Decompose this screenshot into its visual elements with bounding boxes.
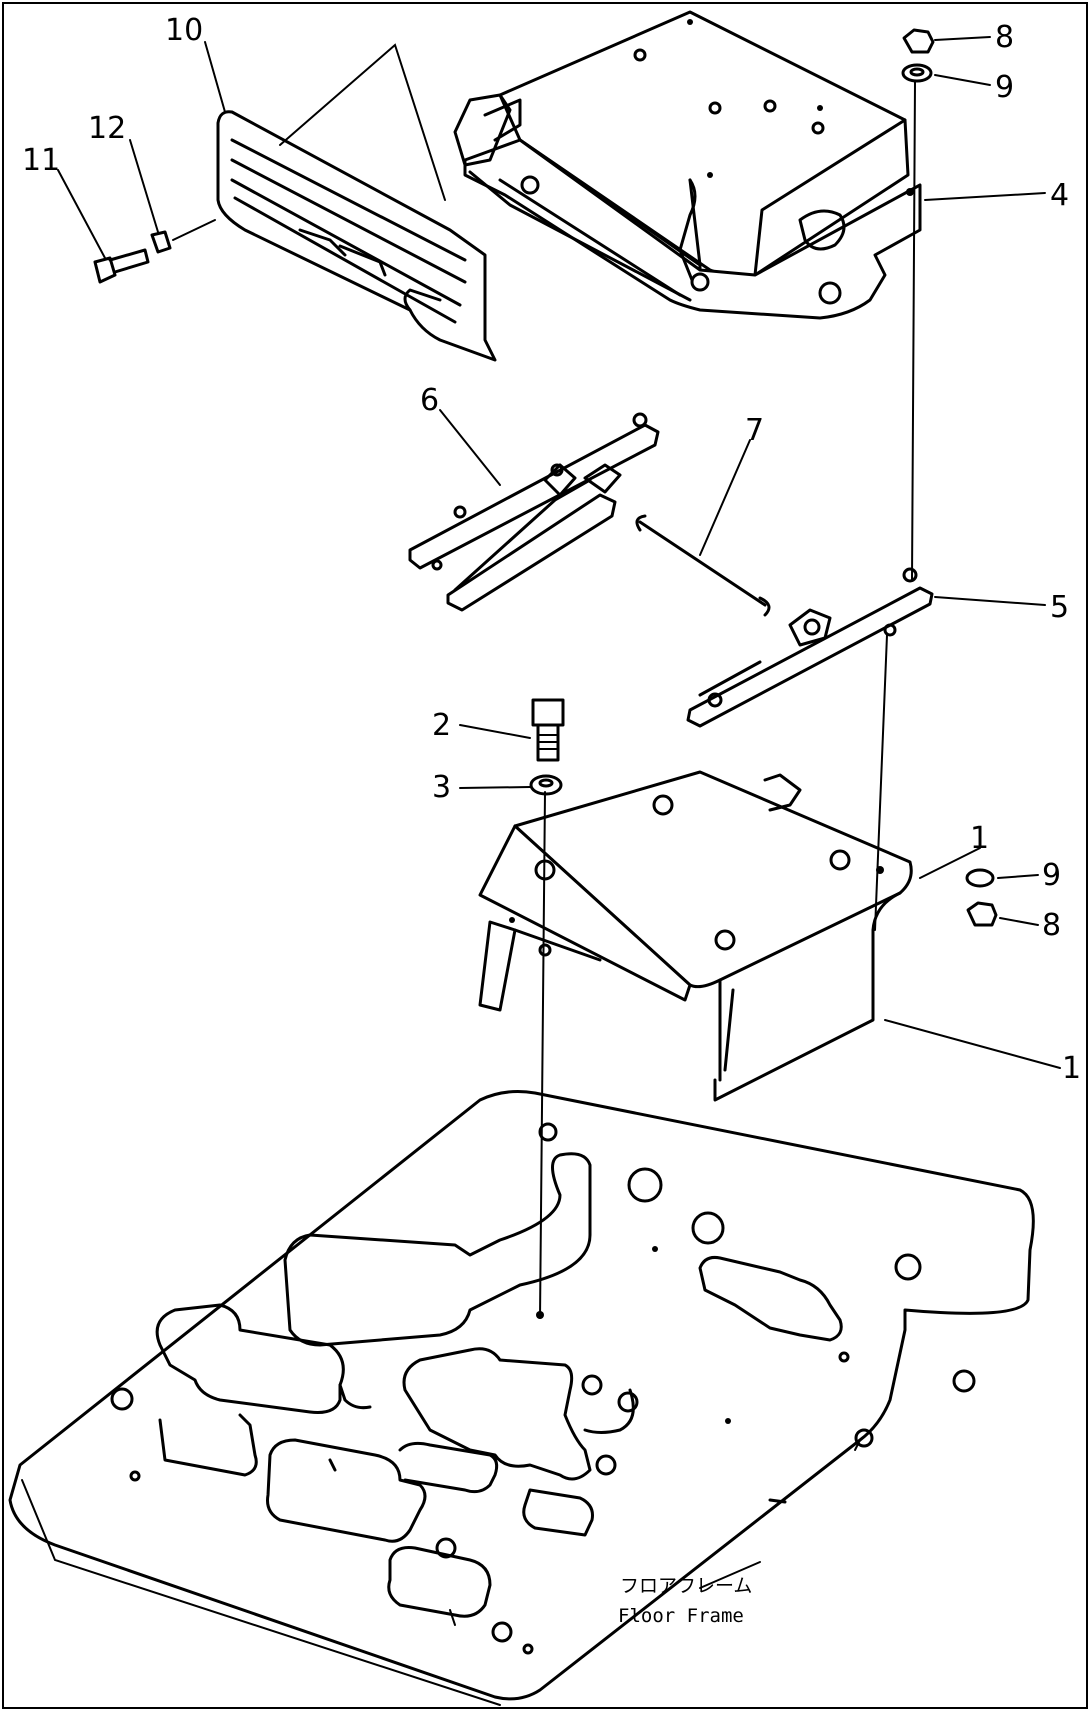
callout-8-side: 8 [1042,908,1061,943]
assembly-lines [172,43,916,1319]
linkage-assembly-5 [686,567,934,728]
callout-5: 5 [1050,590,1069,625]
rod-7 [635,514,771,617]
callout-6: 6 [420,383,439,418]
floor-frame-leader [699,1561,761,1589]
mount-bracket [478,770,913,1102]
callout-12: 12 [88,111,126,146]
callout-4: 4 [1050,178,1069,213]
washer-12 [150,230,172,254]
bolt-11 [93,248,150,284]
callout-leaders [57,36,1061,1069]
washer-9-top [901,63,933,83]
floor-frame-label-en: Floor Frame [618,1605,744,1627]
callout-3: 3 [432,770,451,805]
linkage-assembly-6 [408,412,660,612]
callout-1-lower: 1 [1062,1051,1081,1086]
washer-9-side [965,868,995,888]
nut-8-top [902,28,935,54]
controller-box [453,10,922,320]
callout-7: 7 [745,413,764,448]
bolt-2 [531,698,565,762]
callout-10: 10 [165,13,203,48]
callout-9-top: 9 [995,70,1014,105]
callout-1-upper: 1 [970,821,989,856]
callout-8-top: 8 [995,20,1014,55]
floor-frame-label-ja: フロアフレーム [620,1575,752,1597]
nut-8-side [966,901,998,927]
cover [216,110,497,362]
callout-labels: 10 12 11 8 9 4 6 7 5 2 3 1 9 8 1 [22,13,1081,1086]
callout-9-side: 9 [1042,858,1061,893]
floor-frame [8,1090,1035,1706]
callout-11: 11 [22,143,60,178]
washer-3 [529,774,563,796]
callout-2: 2 [432,708,451,743]
